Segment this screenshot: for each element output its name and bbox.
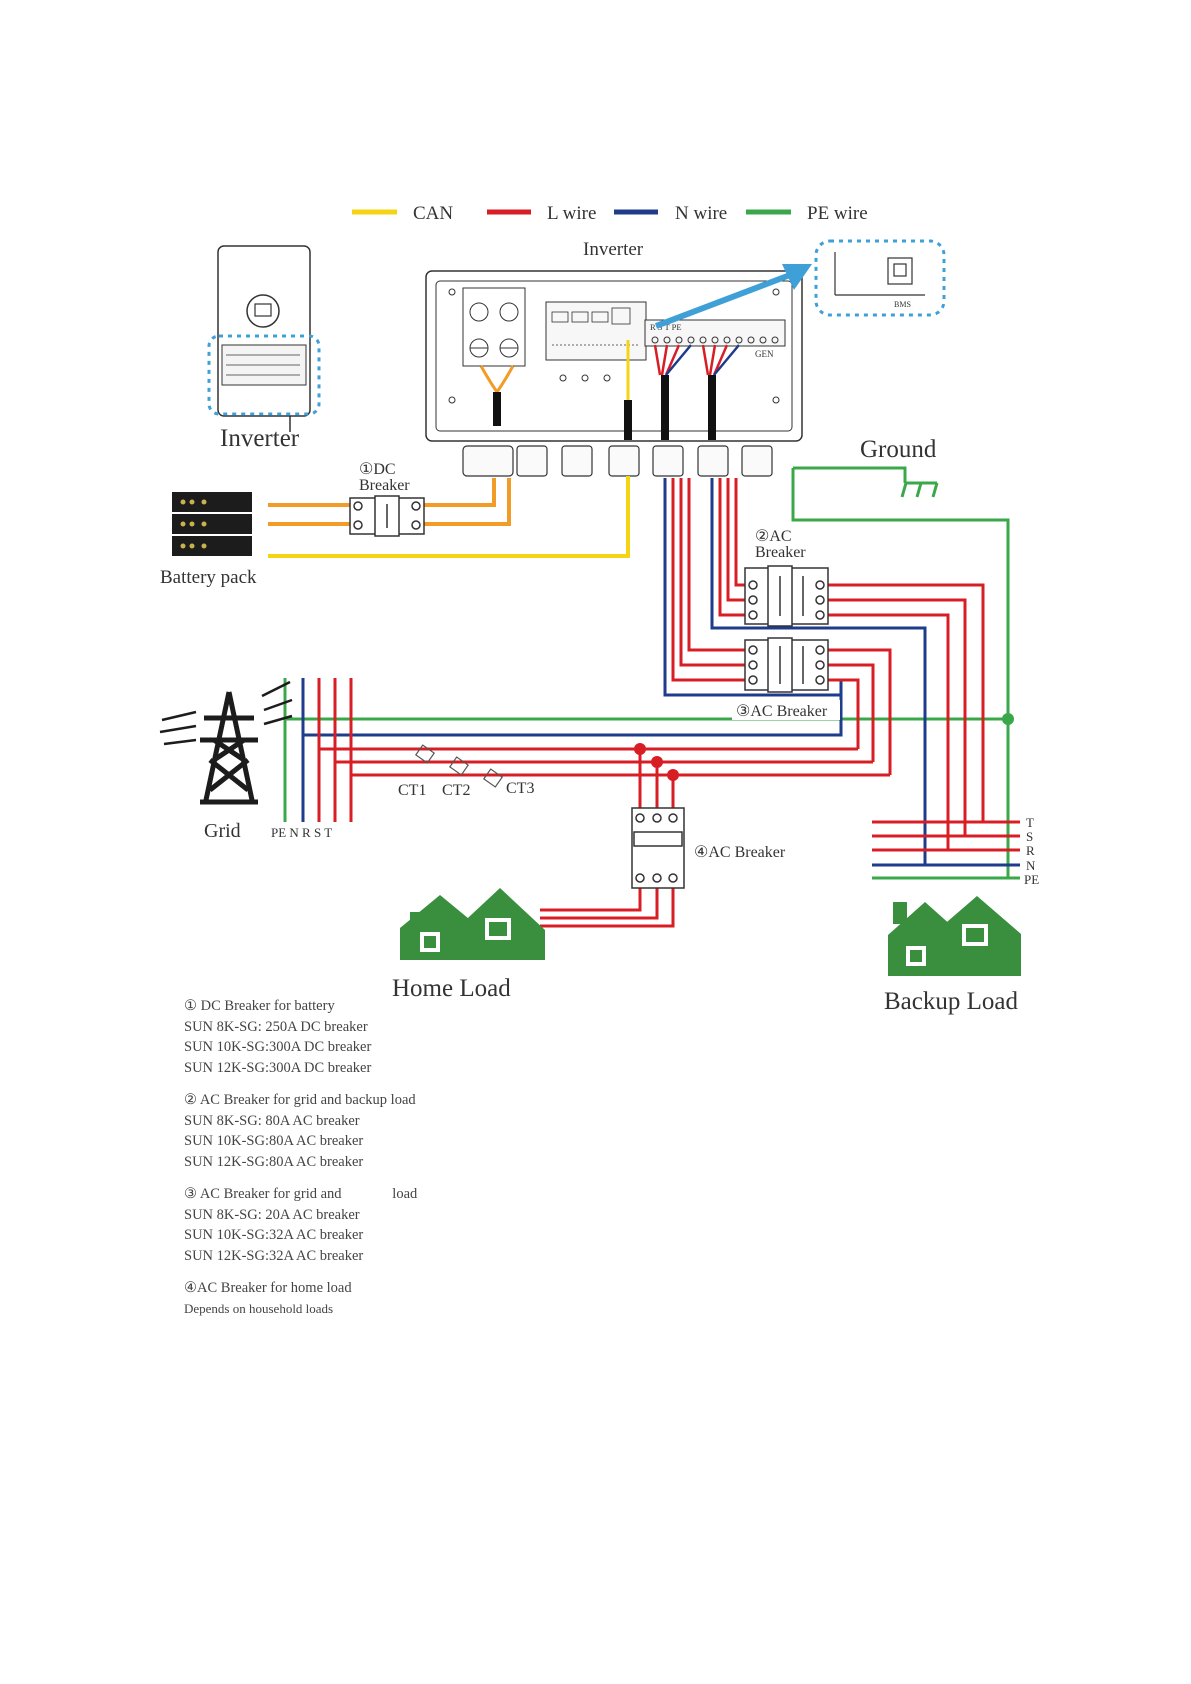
- legend: CAN L wire N wire PE wire: [352, 203, 868, 224]
- inverter-body: [425, 270, 803, 477]
- inverter-thumbnail-label: Inverter: [220, 425, 300, 452]
- ac-breaker-3-label-bg: [732, 700, 840, 720]
- inverter-title: Inverter: [583, 239, 644, 260]
- note-line: ④AC Breaker for home load: [184, 1280, 352, 1296]
- ac-breaker-3: [744, 637, 829, 693]
- inverter-thumbnail: [217, 245, 311, 432]
- note-line: SUN 12K-SG:300A DC breaker: [184, 1059, 372, 1076]
- ac-breaker-2-label-word: Breaker: [755, 544, 806, 561]
- note-line: ② AC Breaker for grid and backup load: [184, 1092, 416, 1108]
- inverter-thumbnail-highlight: [207, 334, 321, 416]
- terminal-label-gen: GEN: [755, 349, 774, 359]
- note-line: SUN 10K-SG:32A AC breaker: [184, 1227, 364, 1243]
- grid-phase-labels: PE N R S T: [271, 825, 332, 840]
- grid-tower-icon: [159, 680, 293, 805]
- grid-label: Grid: [204, 820, 241, 842]
- bus-label-r: R: [1026, 843, 1035, 858]
- battery-pack: [172, 492, 252, 556]
- battery-pack-label: Battery pack: [160, 567, 257, 588]
- note-line: SUN 10K-SG:80A AC breaker: [184, 1133, 364, 1149]
- ct-sensors: [414, 744, 504, 788]
- backup-load-icon: [888, 896, 1021, 976]
- ct1-label: CT1: [398, 782, 426, 799]
- inverter-internal-wires: [479, 340, 740, 440]
- ground-symbol: [900, 481, 939, 498]
- note-line: SUN 8K-SG: 250A DC breaker: [184, 1018, 368, 1035]
- bms-port-icon: [834, 252, 925, 296]
- breaker-notes: ① DC Breaker for battery SUN 8K-SG: 250A…: [184, 996, 604, 1331]
- dc-breaker-label-word: Breaker: [359, 477, 410, 494]
- note-line: SUN 8K-SG: 20A AC breaker: [184, 1206, 360, 1223]
- battery-dc-wires: [268, 476, 630, 558]
- note-line: SUN 10K-SG:300A DC breaker: [184, 1039, 372, 1055]
- note-line: Depends on household loads: [184, 1300, 334, 1316]
- legend-can-label: CAN: [413, 203, 453, 224]
- note-line: SUN 12K-SG:32A AC breaker: [184, 1247, 364, 1264]
- bms-port-callout: [814, 239, 946, 317]
- bus-label-s: S: [1026, 829, 1033, 844]
- ground-label: Ground: [860, 436, 937, 463]
- ct3-label: CT3: [506, 780, 534, 797]
- legend-pe-label: PE wire: [807, 203, 868, 224]
- bms-label: BMS: [894, 300, 911, 309]
- ct2-label: CT2: [442, 782, 470, 799]
- wiring: [283, 466, 1020, 928]
- terminal-label-rst: R S T PE: [650, 322, 682, 332]
- note-ac-breaker-3: ③ AC Breaker for grid and load SUN 8K-SG…: [184, 1184, 604, 1266]
- note-ac-breaker-4: ④AC Breaker for home load Depends on hou…: [184, 1278, 604, 1319]
- bms-arrow-line: [654, 272, 792, 329]
- ac-breaker-4: [631, 807, 685, 889]
- dc-breaker-label-num: ①DC: [359, 461, 396, 478]
- note-ac-breaker-2: ② AC Breaker for grid and backup load SU…: [184, 1090, 604, 1172]
- bms-arrow-head: [782, 264, 812, 290]
- bus-label-n: N: [1026, 858, 1036, 873]
- ac-breaker-2: [744, 565, 829, 627]
- note-line: ① DC Breaker for battery: [184, 998, 335, 1014]
- ac-breaker-2-label-num: ②AC: [755, 528, 792, 545]
- home-load-icon: [400, 888, 545, 960]
- note-line: SUN 8K-SG: 80A AC breaker: [184, 1112, 360, 1129]
- home-load-label: Home Load: [392, 975, 511, 1002]
- legend-n-label: N wire: [675, 203, 727, 224]
- legend-l-label: L wire: [547, 203, 596, 224]
- junction-dots: [634, 713, 1014, 781]
- bus-label-t: T: [1026, 815, 1034, 830]
- backup-load-label: Backup Load: [884, 988, 1018, 1015]
- ac-breaker-4-label: ④AC Breaker: [694, 844, 786, 861]
- dc-breaker: [349, 495, 425, 537]
- bus-label-pe: PE: [1024, 872, 1039, 887]
- note-dc-breaker: ① DC Breaker for battery SUN 8K-SG: 250A…: [184, 996, 604, 1078]
- note-line: SUN 12K-SG:80A AC breaker: [184, 1153, 364, 1170]
- ac-breaker-3-label: ③AC Breaker: [736, 703, 828, 720]
- note-line: ③ AC Breaker for grid and load: [184, 1186, 418, 1202]
